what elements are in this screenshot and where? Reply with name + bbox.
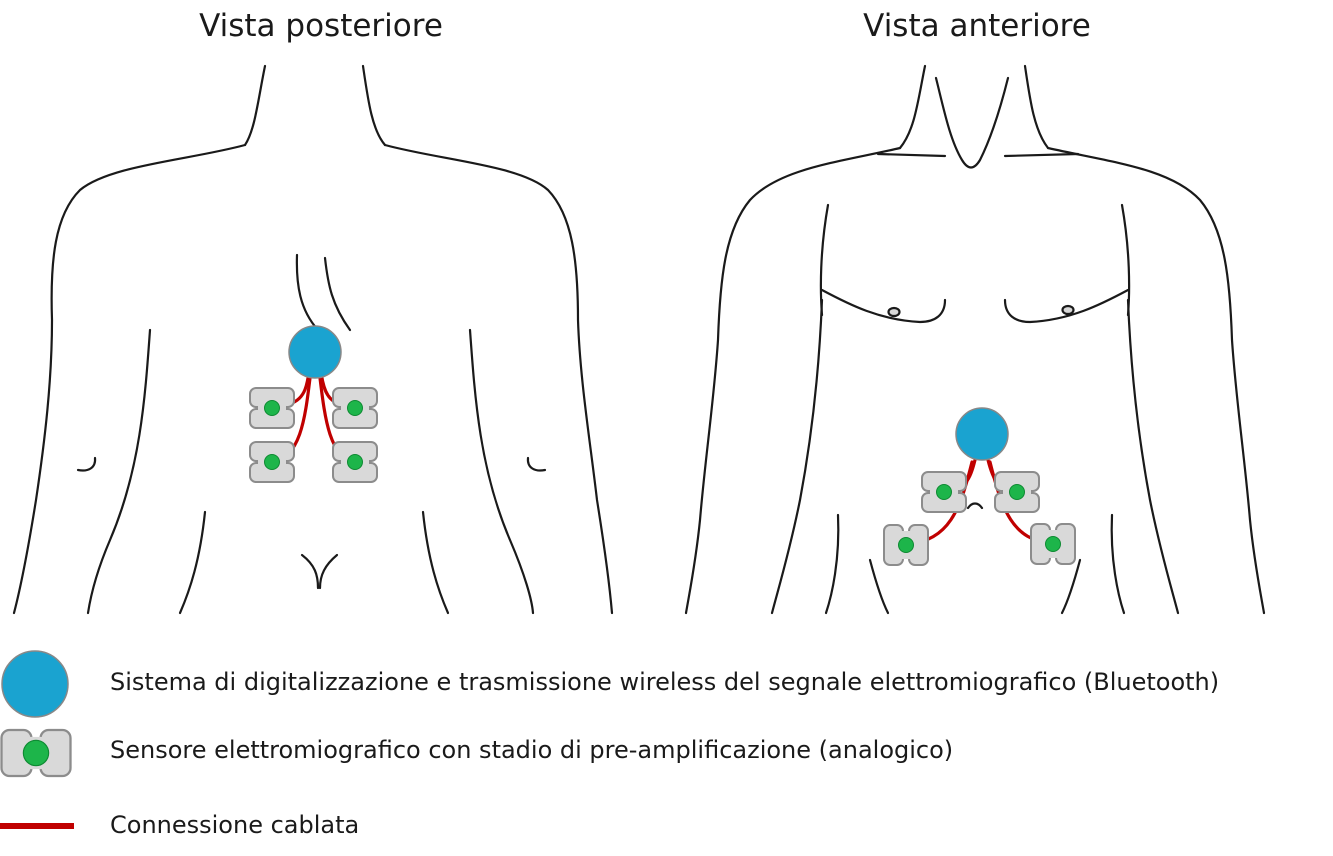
posterior-sensor bbox=[333, 388, 377, 428]
legend-sensor-label: Sensore elettromiografico con stadio di … bbox=[110, 735, 953, 765]
legend-sensor-row: Sensore elettromiografico con stadio di … bbox=[0, 722, 1333, 782]
posterior-sensor bbox=[333, 442, 377, 482]
legend-hub-row: Sistema di digitalizzazione e trasmissio… bbox=[0, 654, 1333, 714]
legend-hub-label: Sistema di digitalizzazione e trasmissio… bbox=[110, 667, 1219, 697]
anterior-sensor bbox=[884, 525, 928, 565]
posterior-wireless-hub bbox=[289, 326, 341, 378]
anterior-sensor bbox=[1031, 524, 1075, 564]
anterior-body-outline bbox=[686, 66, 1264, 613]
posterior-sensor bbox=[250, 442, 294, 482]
posterior-sensor bbox=[250, 388, 294, 428]
anterior-sensor bbox=[995, 472, 1039, 512]
anterior-sensor bbox=[922, 472, 966, 512]
legend-wire-row: Connessione cablata bbox=[0, 796, 1333, 856]
legend-wire-label: Connessione cablata bbox=[110, 810, 359, 840]
anterior-wireless-hub bbox=[956, 408, 1008, 460]
